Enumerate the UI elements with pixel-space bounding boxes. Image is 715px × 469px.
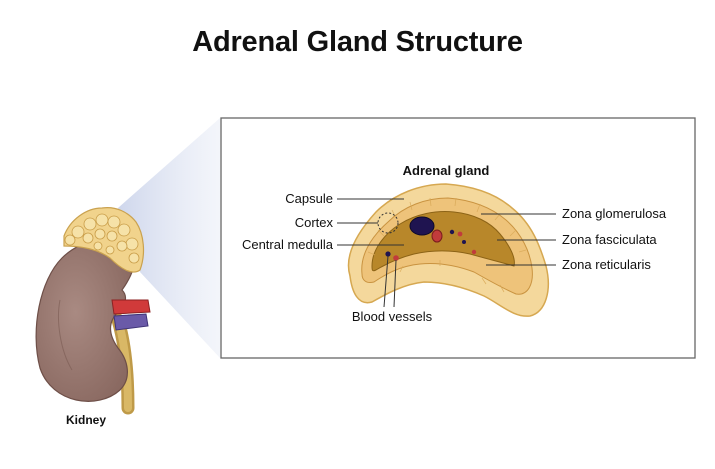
adrenal-cross-section xyxy=(347,183,549,317)
label-kidney: Kidney xyxy=(66,413,106,427)
label-zona-glomerulosa: Zona glomerulosa xyxy=(562,206,667,221)
adrenal-gland-kidney-top xyxy=(63,207,145,273)
leader-lines xyxy=(337,198,556,308)
label-central-medulla: Central medulla xyxy=(242,237,334,252)
zoom-beam xyxy=(118,118,220,358)
label-capsule: Capsule xyxy=(285,191,333,206)
label-zona-fasciculata: Zona fasciculata xyxy=(562,232,657,247)
page-title: Adrenal Gland Structure xyxy=(192,26,523,58)
cortex-highlight-circle xyxy=(377,212,399,234)
inset-title: Adrenal gland xyxy=(403,163,490,178)
label-blood-vessels: Blood vessels xyxy=(352,309,433,324)
vessel-red-1 xyxy=(431,229,443,243)
renal-artery xyxy=(111,299,151,315)
renal-vein xyxy=(113,313,149,331)
vessel-large xyxy=(409,216,435,236)
label-zona-reticularis: Zona reticularis xyxy=(562,257,651,272)
label-cortex: Cortex xyxy=(295,215,334,230)
